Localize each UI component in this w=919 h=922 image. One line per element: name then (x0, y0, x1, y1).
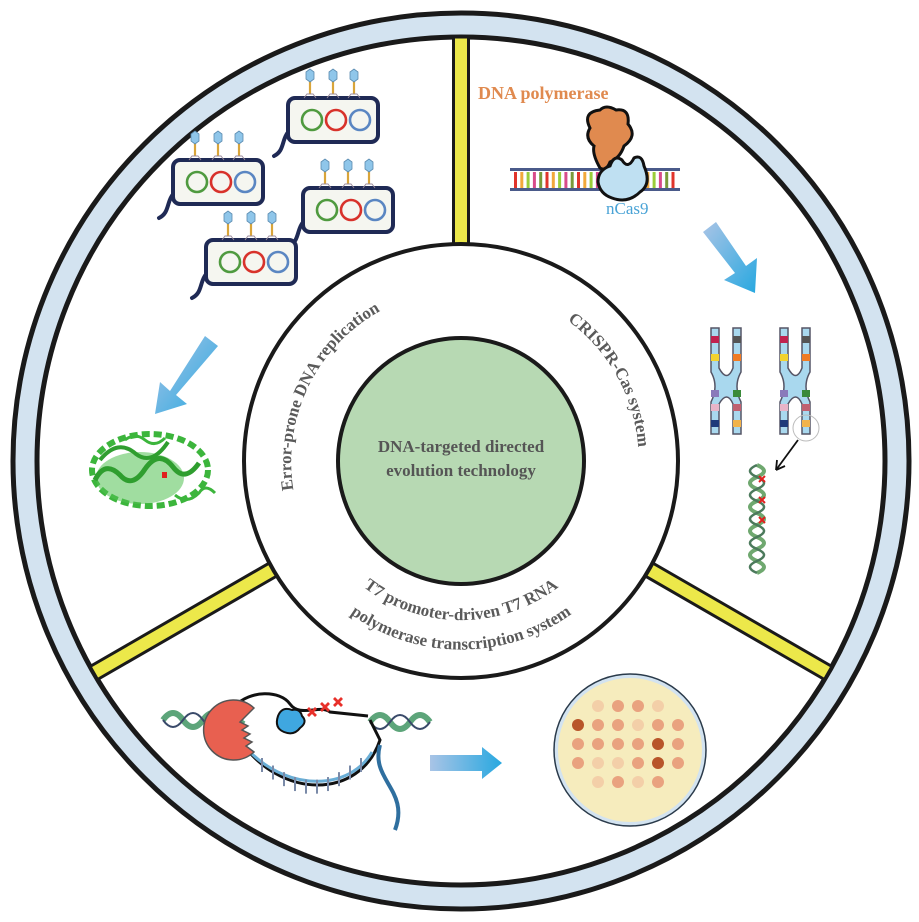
chromosome-band (802, 390, 810, 397)
t7-transcription-icon (160, 692, 433, 831)
colony (632, 738, 644, 750)
outer-ring (14, 14, 908, 908)
base-pair (658, 172, 662, 188)
colony (612, 738, 624, 750)
dna-duplex-icon (510, 168, 680, 191)
colony (672, 719, 684, 731)
chromosome-band (711, 390, 719, 397)
arrow-down-left-icon (155, 336, 218, 414)
colony (592, 700, 604, 712)
protein-structure-icon (89, 431, 217, 509)
chromosome-band (733, 404, 741, 411)
petri-dish-icon (553, 673, 707, 827)
chromosome-band (802, 354, 810, 361)
chromosome-band (711, 354, 719, 361)
base-pair (558, 172, 562, 188)
deaminase-icon (275, 707, 306, 735)
chromosome-band (711, 420, 719, 427)
colony (592, 738, 604, 750)
chromosome-band (780, 336, 788, 343)
base-pair (577, 172, 580, 188)
bacterium-cell (272, 67, 380, 158)
colony (612, 700, 624, 712)
base-pair (532, 172, 536, 188)
colony (652, 719, 664, 731)
colony (632, 776, 644, 788)
colony (652, 700, 664, 712)
colony (632, 757, 644, 769)
base-pair (583, 172, 587, 188)
colony (652, 776, 664, 788)
colony (612, 776, 624, 788)
chromosome-band (733, 336, 741, 343)
base-pair (545, 172, 549, 188)
base-pair (671, 172, 675, 188)
bacterium-cell (157, 129, 265, 220)
ncas9-icon (596, 155, 649, 202)
outer-ring-outer-edge (10, 10, 912, 912)
dna-polymerase-label: DNA polymerase (478, 83, 608, 103)
base-pair (570, 172, 574, 188)
chromosome-body (779, 327, 811, 435)
center-title-line1: DNA-targeted directed (378, 437, 545, 456)
chromosome-band (733, 390, 741, 397)
base-pair (551, 172, 555, 188)
mutation-marks-icon (307, 697, 343, 717)
chromosome-icon (779, 327, 811, 435)
mutated-dna-helix-icon (748, 463, 766, 575)
colony (592, 719, 604, 731)
colony (632, 719, 644, 731)
chromosome-band (802, 404, 810, 411)
colony (612, 757, 624, 769)
colony (612, 719, 624, 731)
chromosome-band (711, 336, 719, 343)
base-pair (526, 172, 530, 188)
center-circle (336, 336, 586, 586)
colony (572, 719, 584, 731)
colony (632, 700, 644, 712)
colony (572, 738, 584, 750)
bacterium-cell (287, 157, 395, 248)
arrow-right-icon (430, 747, 502, 779)
t7-rnap-icon (202, 699, 256, 761)
chromosome-band (802, 336, 810, 343)
colony (672, 757, 684, 769)
bacterium-cell (190, 209, 298, 300)
chromosome-band (780, 404, 788, 411)
colony (652, 757, 664, 769)
dna-polymerase-icon (586, 105, 634, 171)
bacteria-cluster (157, 67, 395, 300)
chromosome-pair-icon (710, 327, 811, 435)
chromosome-band (780, 390, 788, 397)
center-title-line2: evolution technology (386, 461, 536, 480)
chromosome-body (710, 327, 742, 435)
colony (572, 757, 584, 769)
zoom-arrow-icon (775, 439, 799, 471)
base-pair (564, 172, 568, 188)
colony (592, 757, 604, 769)
colony (652, 738, 664, 750)
ncas9-label: nCas9 (606, 199, 649, 218)
chromosome-band (780, 420, 788, 427)
chromosome-band (802, 420, 810, 427)
colony (592, 776, 604, 788)
base-pair (665, 172, 669, 188)
base-pair (652, 172, 656, 188)
chromosome-band (733, 354, 741, 361)
zoom-circle-icon (792, 414, 820, 442)
base-pair (520, 172, 524, 188)
colony (672, 738, 684, 750)
chromosome-band (780, 354, 788, 361)
chromosome-band (711, 404, 719, 411)
base-pair (539, 172, 543, 188)
base-pair (589, 172, 593, 188)
chromosome-icon (710, 327, 742, 435)
chromosome-band (733, 420, 741, 427)
base-pair (514, 172, 517, 188)
arrow-down-right-icon (703, 222, 757, 293)
zoom-arrow-head-icon (775, 459, 786, 471)
